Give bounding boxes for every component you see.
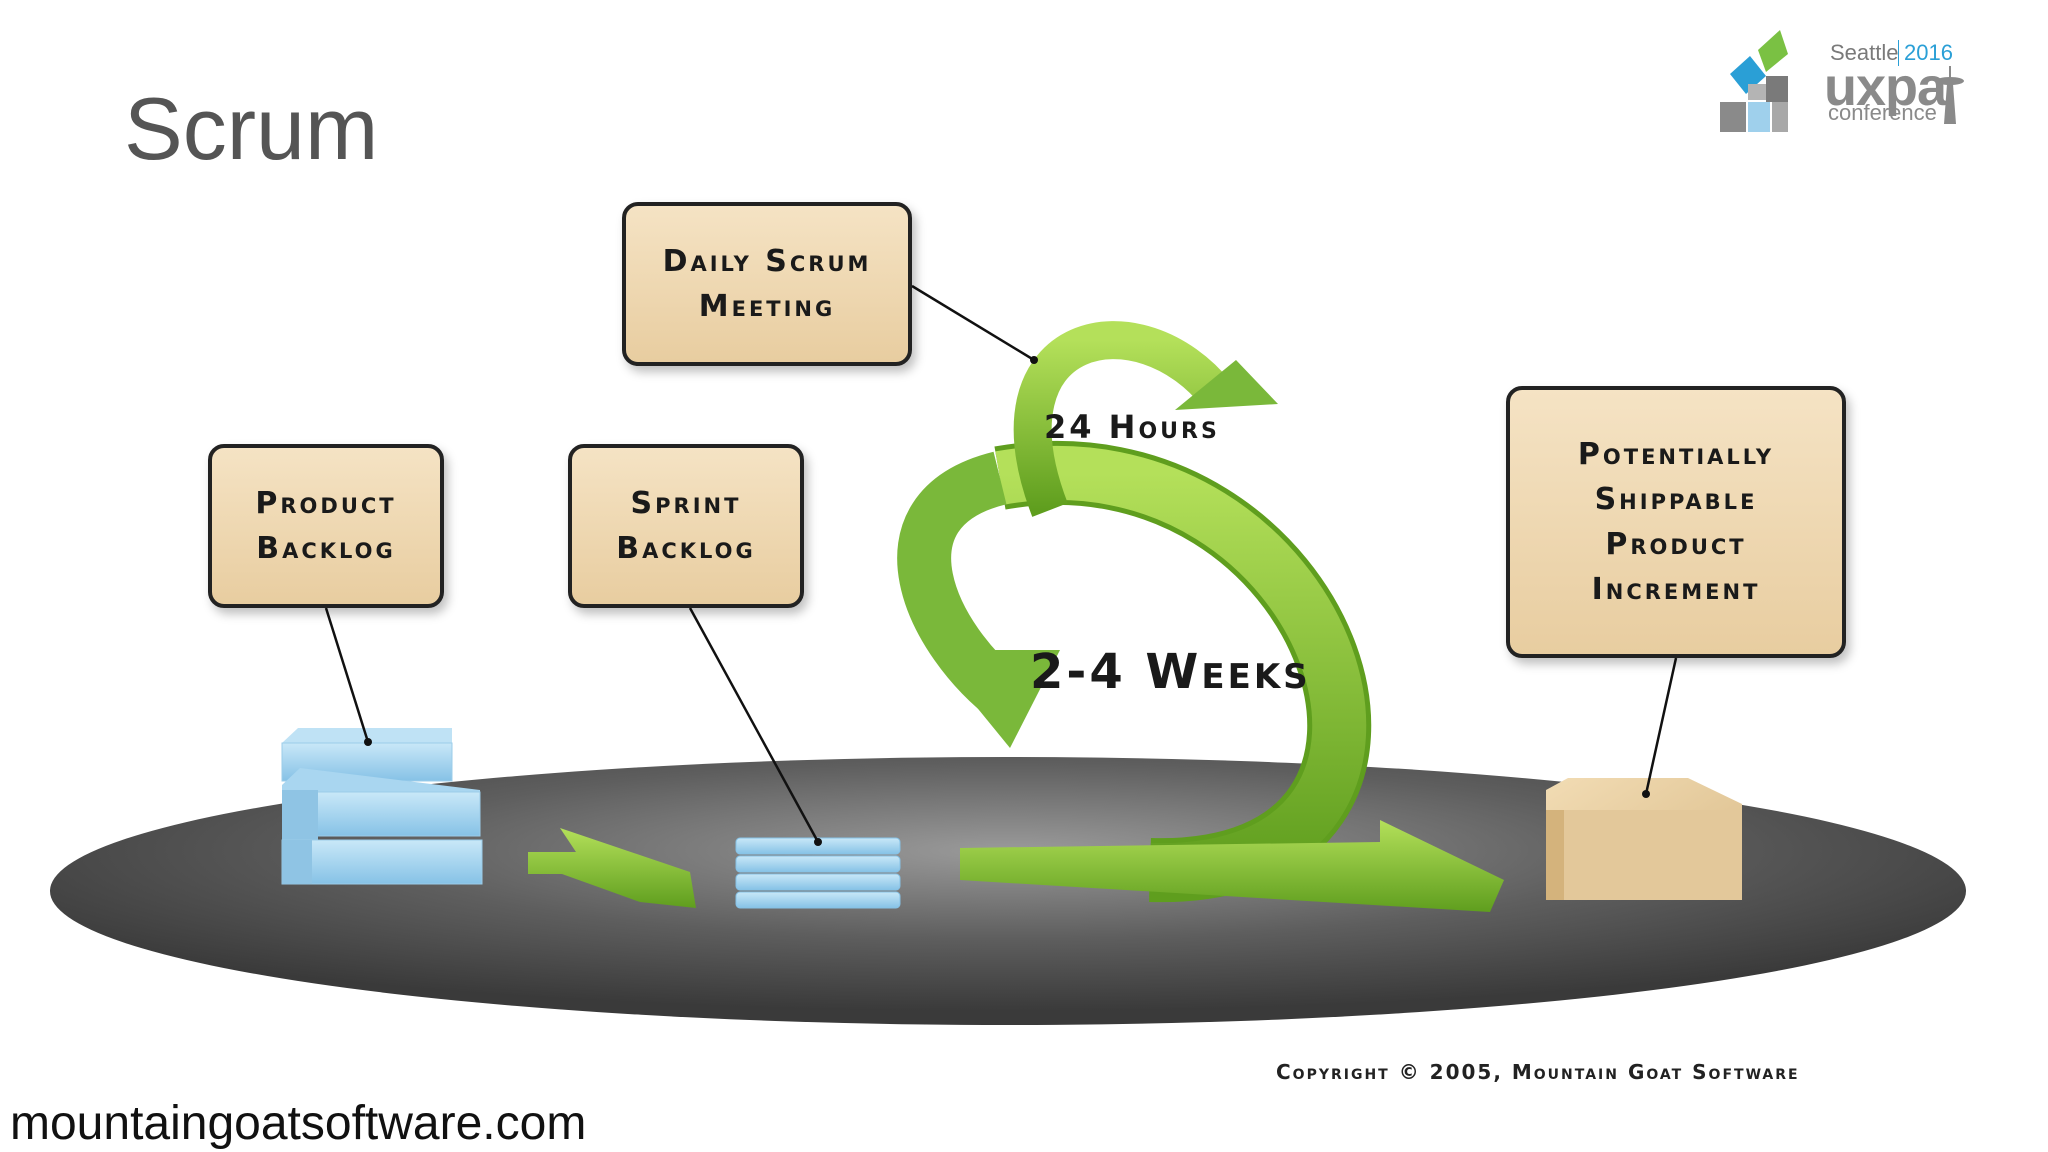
daily-cycle-arrow xyxy=(1013,321,1278,517)
increment-box-label: Potentially Shippable Product Increment xyxy=(1506,386,1846,658)
callout-line-product xyxy=(324,607,370,743)
callout-line-daily xyxy=(911,284,1035,362)
logo-subtitle: conference xyxy=(1828,100,1937,125)
logo-brand: uxpa xyxy=(1824,57,1947,117)
uxpa-logo: Seattle 2016 uxpa conference xyxy=(1718,26,1968,144)
backlog-to-sprint-arrow xyxy=(528,828,696,908)
sprint-platform xyxy=(50,757,1966,1025)
callout-line-increment xyxy=(1644,657,1678,795)
daily-cycle-label: 24 Hours xyxy=(1044,408,1220,446)
copyright-notice: Copyright © 2005, Mountain Goat Software xyxy=(1276,1060,1800,1084)
sprint-cycle-label: 2-4 Weeks xyxy=(1030,644,1311,700)
slide-title: Scrum xyxy=(124,79,379,178)
space-needle-icon xyxy=(1936,66,1964,124)
callout-line-sprint xyxy=(688,607,820,843)
uxpa-logo-mark-icon xyxy=(1720,30,1788,132)
logo-year: 2016 xyxy=(1898,40,1953,66)
product-backlog-box: Product Backlog xyxy=(208,444,444,608)
sprint-backlog-stack xyxy=(735,837,901,909)
daily-scrum-meeting-box: Daily Scrum Meeting xyxy=(622,202,912,366)
sprint-cycle-arrow xyxy=(897,440,1504,912)
sprint-backlog-box: Sprint Backlog xyxy=(568,444,804,608)
product-backlog-stack xyxy=(281,728,483,885)
logo-city: Seattle xyxy=(1830,40,1899,65)
source-url: mountaingoatsoftware.com xyxy=(10,1097,587,1150)
